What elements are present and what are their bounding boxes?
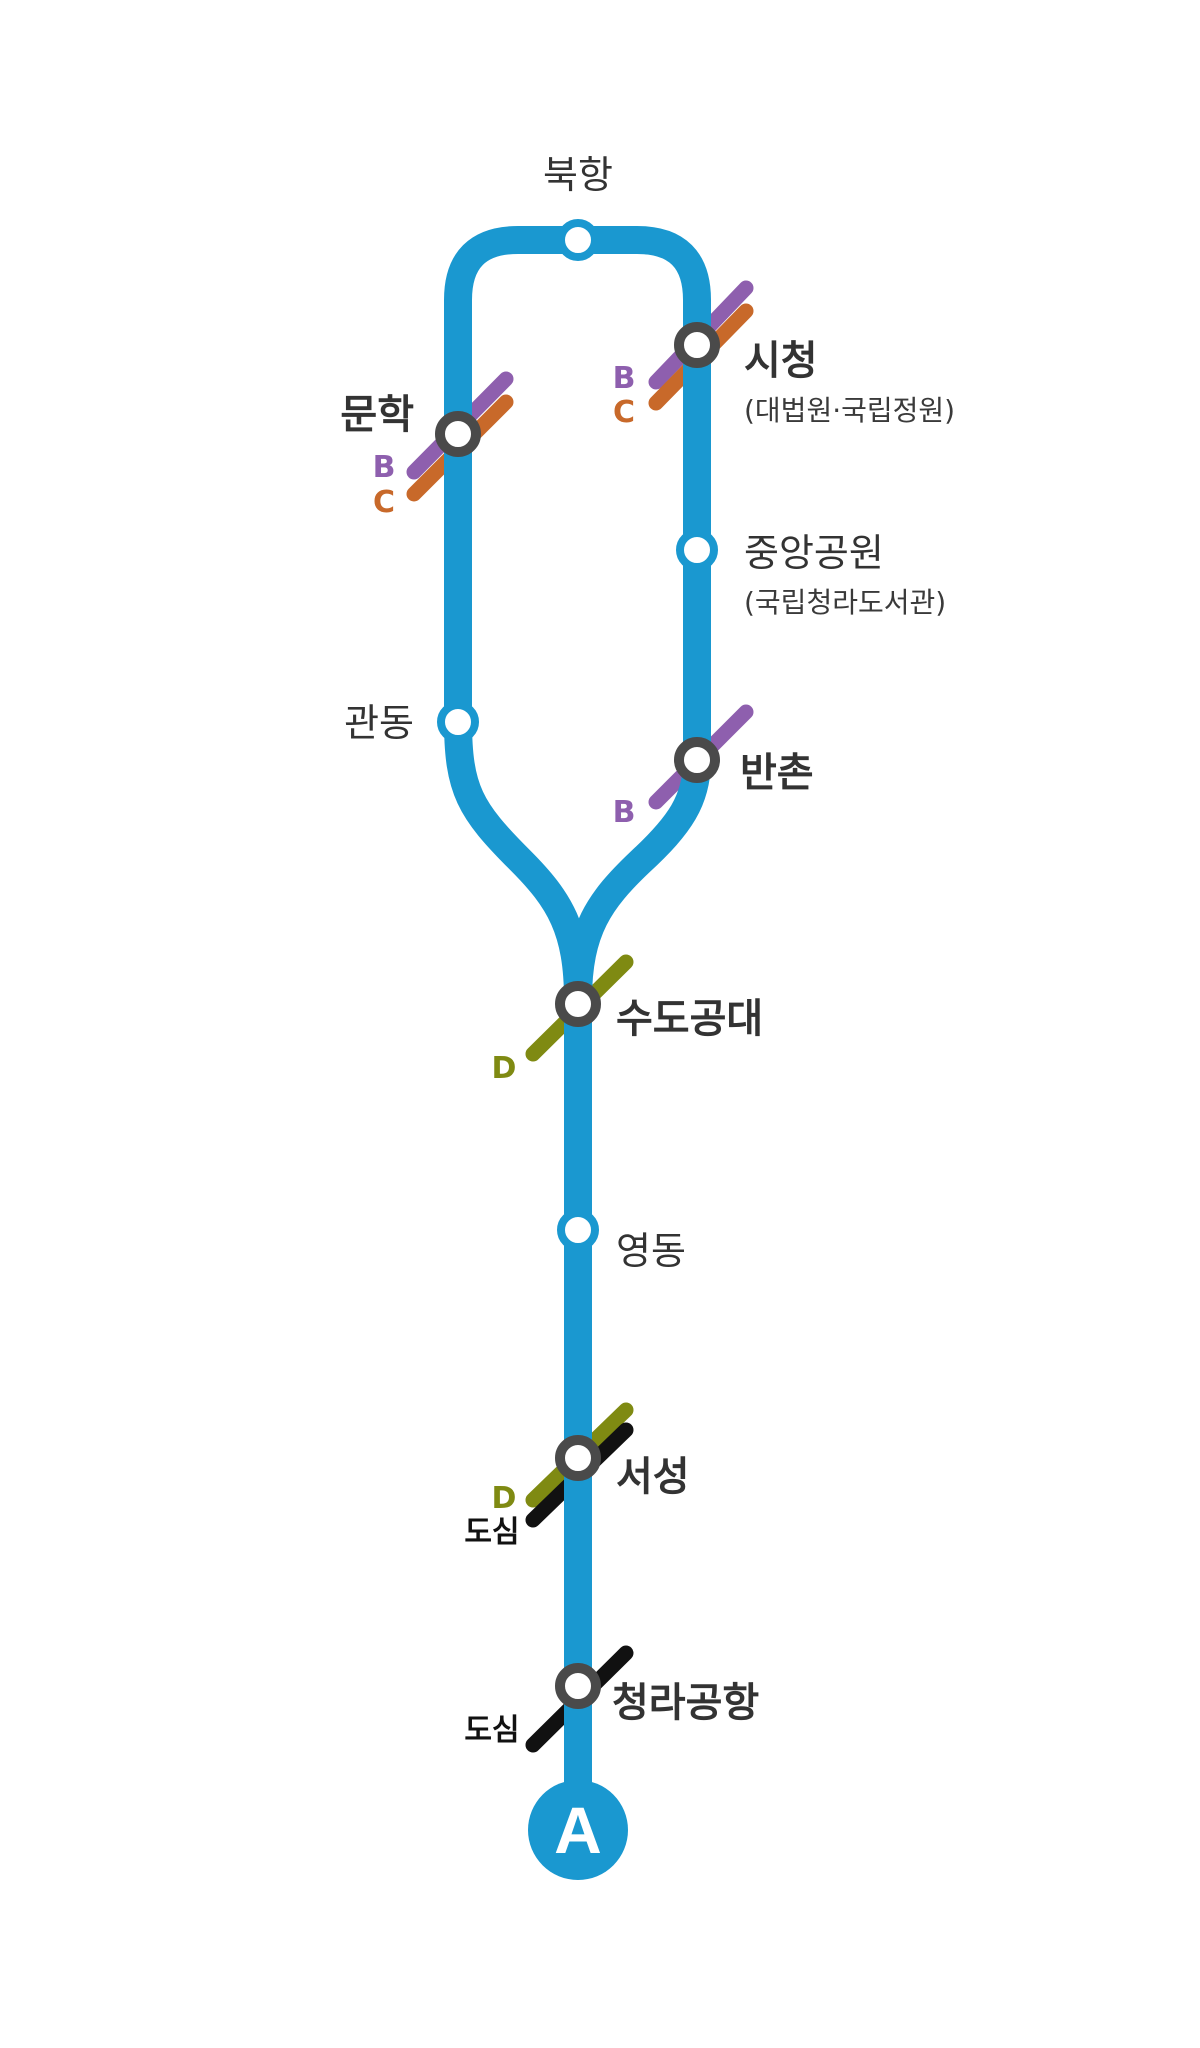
station-marker-bukhang[interactable] [557, 219, 599, 261]
tag-dosim-cheongna: 도심 [464, 1713, 519, 1748]
line-a-terminus-badge: A [528, 1780, 628, 1880]
station-label-banchon[interactable]: 반촌 [740, 750, 814, 796]
line-a-badge-circle [528, 1780, 628, 1880]
station-marker-banchon[interactable] [674, 737, 720, 783]
station-marker-cheongna[interactable] [555, 1663, 601, 1709]
station-labels: 북항 시청 (대법원·국립정원) 문학 중앙공원 (국립청라도서관) 관동 반촌… [340, 153, 955, 1726]
station-marker-jungang[interactable] [676, 529, 718, 571]
station-marker-munhak[interactable] [435, 411, 481, 457]
station-marker-sicheong[interactable] [674, 322, 720, 368]
station-label-cheongna[interactable]: 청라공항 [612, 1680, 759, 1726]
station-marker-sudo[interactable] [555, 981, 601, 1027]
tag-c-sicheong: C [613, 395, 635, 430]
line-a-track [444, 226, 711, 1830]
station-marker-gwandong[interactable] [437, 701, 479, 743]
line-a-badge-letter: A [554, 1793, 602, 1867]
station-marker-seoseong[interactable] [555, 1435, 601, 1481]
station-label-seoseong[interactable]: 서성 [616, 1454, 690, 1500]
tag-b-sicheong: B [613, 361, 636, 396]
tag-dosim-seoseong: 도심 [464, 1515, 519, 1550]
station-label-yeongdong[interactable]: 영동 [616, 1229, 686, 1273]
station-sublabel-jungang: (국립청라도서관) [744, 586, 946, 619]
station-label-jungang[interactable]: 중앙공원 [744, 531, 884, 575]
station-label-sicheong[interactable]: 시청 [744, 338, 818, 384]
tag-c-munhak: C [373, 485, 395, 520]
station-marker-yeongdong[interactable] [557, 1209, 599, 1251]
transfer-tags: B C B C B D D 도심 도심 [373, 361, 636, 1748]
tag-d-sudo: D [492, 1051, 517, 1086]
station-label-sudo[interactable]: 수도공대 [616, 996, 763, 1042]
station-label-bukhang[interactable]: 북항 [543, 153, 613, 197]
station-markers [435, 219, 720, 1709]
tag-b-banchon: B [613, 795, 636, 830]
station-label-gwandong[interactable]: 관동 [344, 701, 414, 745]
tag-b-munhak: B [373, 450, 396, 485]
station-label-munhak[interactable]: 문학 [340, 392, 414, 438]
station-sublabel-sicheong: (대법원·국립정원) [744, 394, 955, 427]
tag-d-seoseong: D [492, 1481, 517, 1516]
